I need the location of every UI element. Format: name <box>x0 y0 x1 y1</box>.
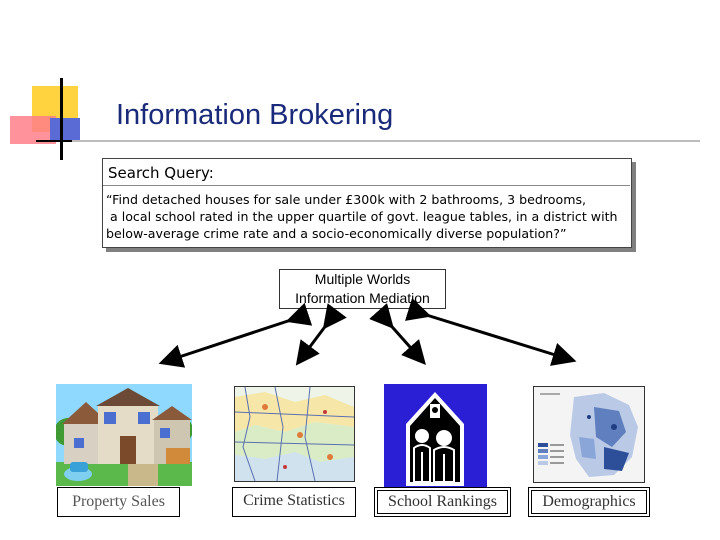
mediation-line-1: Multiple Worlds <box>314 271 411 287</box>
arrow-to-demographics <box>404 297 577 366</box>
search-query-box <box>102 158 632 248</box>
mediation-line-2: Information Mediation <box>295 290 430 306</box>
arrow-to-crime <box>295 303 347 366</box>
search-query-label: Search Query: <box>108 164 214 182</box>
map-icon <box>234 386 355 482</box>
title-underline <box>36 140 700 142</box>
title-underline-accent <box>36 140 72 142</box>
query-line-3: below-average crime rate and a socio-eco… <box>106 226 567 241</box>
decor-red-square <box>10 116 56 144</box>
arrow-to-school <box>369 303 426 365</box>
label-property-sales: Property Sales <box>57 487 180 517</box>
arrow-to-property <box>158 302 313 368</box>
label-crime-statistics: Crime Statistics <box>232 487 356 517</box>
decor-blue-square <box>50 118 80 142</box>
school-people-icon <box>384 384 487 487</box>
decor-vertical-line <box>60 78 63 160</box>
house-illustration-icon <box>56 384 192 486</box>
search-query-text: “Find detached houses for sale under £30… <box>106 191 626 242</box>
search-query-divider <box>103 185 630 186</box>
query-line-1: “Find detached houses for sale under £30… <box>106 192 587 207</box>
demographic-map-icon <box>533 386 645 483</box>
query-line-2: a local school rated in the upper quarti… <box>106 209 618 224</box>
slide-title: Information Brokering <box>116 99 394 131</box>
label-school-rankings: School Rankings <box>374 487 511 517</box>
label-demographics: Demographics <box>528 487 650 517</box>
